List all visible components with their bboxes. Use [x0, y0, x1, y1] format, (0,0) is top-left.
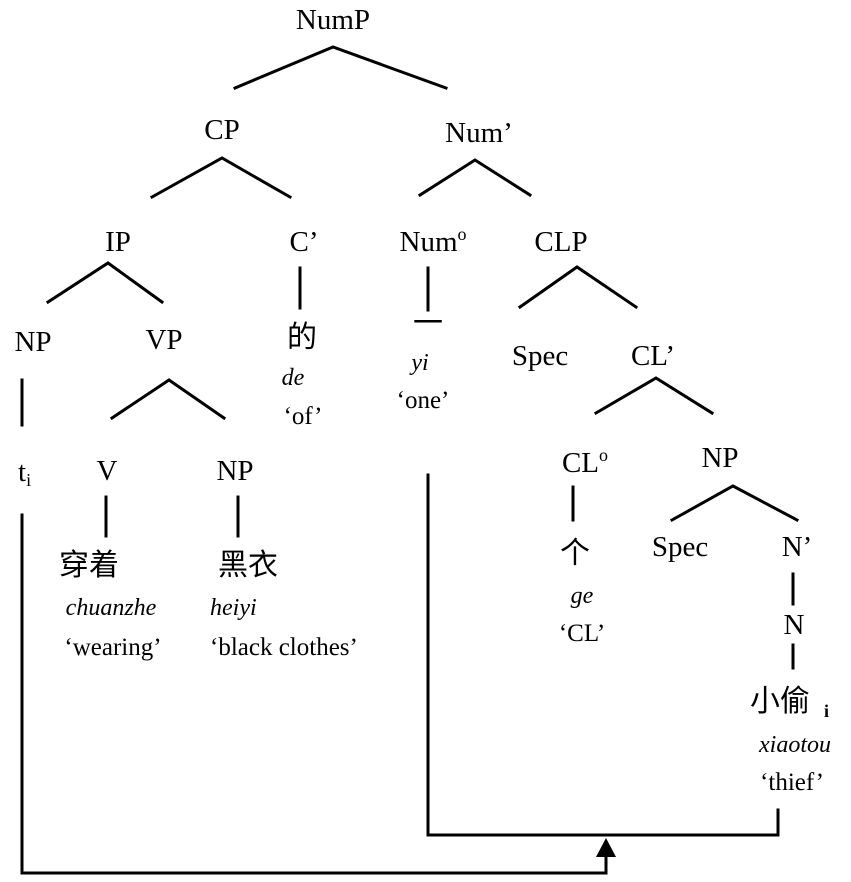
node-numbar: Num’ [445, 117, 513, 149]
pinyin-chuanzhe: chuanzhe [66, 595, 157, 621]
node-clp: CLP [534, 226, 587, 258]
edge-clp [517, 265, 639, 310]
hanzi-xiaotou-line: 小偷 i [750, 684, 829, 721]
gloss-yi: ‘one’ [397, 387, 450, 414]
node-spec-np: Spec [652, 531, 708, 563]
hanzi-chuanzhe: 穿着 [59, 548, 119, 583]
edge-cp [149, 156, 293, 200]
node-v: V [97, 455, 118, 487]
edge-np-head [669, 484, 800, 523]
movement-line-trace [20, 513, 608, 875]
movement-line-cp [426, 473, 780, 837]
word-heiyi: 黑衣 heiyi ‘black clothes’ [210, 548, 358, 661]
word-xiaotou: 小偷 i xiaotou ‘thief’ [750, 684, 831, 796]
word-ge: 个 ge ‘CL’ [559, 536, 605, 647]
hanzi-de: 的 [287, 320, 317, 355]
word-yi: 一 yi ‘one’ [397, 306, 450, 414]
node-cp: CP [204, 114, 239, 146]
pinyin-yi: yi [409, 350, 428, 376]
node-n: N [784, 609, 805, 641]
pinyin-heiyi: heiyi [210, 595, 257, 621]
gloss-heiyi: ‘black clothes’ [210, 634, 358, 661]
gloss-xiaotou: ‘thief’ [760, 769, 824, 796]
node-nump: NumP [296, 4, 370, 36]
node-np-subj: NP [14, 326, 51, 358]
tree-edges [20, 45, 800, 875]
edge-vp [109, 378, 227, 421]
trace-label: t [18, 456, 26, 488]
xiaotou-subscript: i [824, 701, 829, 721]
hanzi-heiyi: 黑衣 [218, 548, 278, 583]
node-clbar: CL’ [631, 340, 675, 372]
pinyin-ge: ge [571, 583, 594, 609]
edge-nump [233, 45, 448, 90]
pinyin-xiaotou: xiaotou [758, 732, 831, 758]
word-chuanzhe: 穿着 chuanzhe ‘wearing’ [59, 548, 162, 661]
node-spec-clp: Spec [512, 340, 568, 372]
node-cl0-sup: o [599, 445, 608, 465]
node-np-head: NP [701, 442, 738, 474]
edge-ip [45, 261, 165, 305]
node-num0: Numo [400, 224, 467, 258]
node-cl0: CLo [562, 445, 608, 479]
node-vp: VP [145, 324, 182, 356]
node-cl0-label: CL [562, 447, 599, 479]
node-trace: ti [18, 456, 31, 490]
gloss-ge: ‘CL’ [559, 620, 605, 647]
trace-subscript: i [26, 470, 31, 490]
gloss-de: ‘of’ [284, 403, 323, 430]
edge-clbar [593, 376, 715, 416]
hanzi-yi: 一 [413, 306, 443, 341]
gloss-chuanzhe: ‘wearing’ [64, 634, 161, 661]
node-nbar: N’ [782, 531, 813, 563]
movement-arrowhead [596, 838, 616, 857]
tree-nodes: NumP CP Num’ IP C’ Numo CLP NP VP Spec C… [14, 4, 812, 641]
word-de: 的 de ‘of’ [282, 320, 323, 430]
hanzi-xiaotou: 小偷 [750, 684, 810, 719]
pinyin-de: de [282, 365, 305, 391]
node-num0-label: Num [400, 226, 458, 258]
node-cbar: C’ [290, 226, 319, 258]
node-ip: IP [105, 226, 131, 258]
node-num0-sup: o [458, 224, 467, 244]
node-np-obj: NP [216, 455, 253, 487]
hanzi-ge: 个 [560, 536, 590, 571]
edge-numbar [417, 158, 533, 198]
